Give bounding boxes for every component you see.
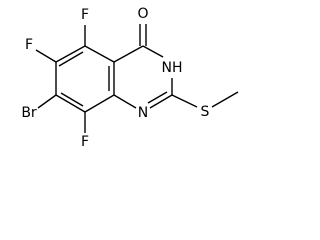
bond-n1-c8a	[113, 94, 137, 109]
bonds	[35, 24, 239, 133]
bond-c4-n3	[142, 45, 164, 58]
bond-c2-s	[171, 94, 198, 108]
bond-c6-c6-inner	[58, 51, 84, 67]
oxygen-atom-label: O	[137, 6, 148, 22]
molecule-structure-diagram: O NH N S Br F F F	[21, 6, 239, 150]
fluorine-5-atom-label: F	[81, 7, 89, 23]
bond-c8-c8a	[84, 94, 115, 113]
sulfur-atom-label: S	[201, 104, 210, 120]
bond-c7-c8-inner	[60, 92, 84, 107]
atom-labels: O NH N S Br F F F	[21, 6, 209, 150]
bond-c6-f	[35, 49, 57, 63]
bond-c7-c8	[55, 94, 86, 113]
nh-atom-label: NH	[162, 60, 183, 76]
fluorine-8-atom-label: F	[81, 134, 89, 150]
n1-atom-label: N	[138, 105, 148, 121]
bond-c4a-c5	[84, 45, 115, 63]
bond-c5-c6	[55, 45, 86, 63]
bond-s-methyl	[211, 91, 239, 108]
bond-c2-n1-inner	[147, 91, 168, 104]
fluorine-6-atom-label: F	[25, 37, 33, 53]
bromine-atom-label: Br	[21, 105, 37, 121]
bond-c2-n1	[149, 94, 173, 109]
bond-c4a-c4	[113, 45, 144, 63]
bond-c7-br	[37, 94, 57, 109]
